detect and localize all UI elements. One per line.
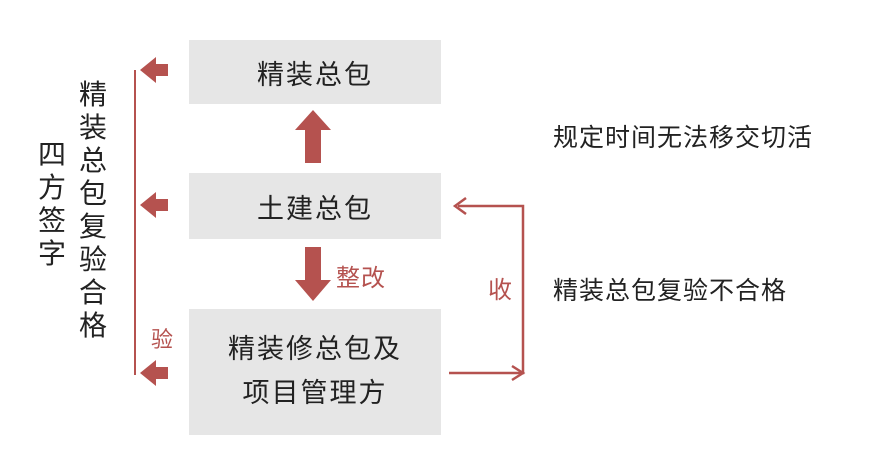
note-no-handover: 规定时间无法移交切活: [553, 123, 814, 152]
label-retest-pass: 精装总包复验合格: [78, 78, 107, 342]
box-finishing-and-management: 精装修总包及 项目管理方: [189, 309, 441, 435]
loop-arrowhead-right: [511, 364, 526, 382]
down-arrow: [295, 247, 331, 301]
label-receive: 收: [488, 276, 512, 304]
box-civil-contractor: 土建总包: [189, 173, 441, 239]
left-arrow-middle: [140, 192, 168, 218]
label-rectify: 整改: [336, 264, 386, 292]
box-finishing-contractor: 精装总包: [189, 40, 441, 104]
box-civil-contractor-label: 土建总包: [257, 193, 373, 225]
box-bottom-line1: 精装修总包及: [228, 334, 402, 365]
box-finishing-contractor-label: 精装总包: [257, 59, 373, 91]
left-arrow-bottom: [140, 360, 168, 386]
box-bottom-line2: 项目管理方: [242, 378, 388, 409]
label-four-party-sign: 四方签字: [37, 138, 66, 270]
loop-arrowhead-top: [452, 196, 467, 216]
label-inspection: 验: [151, 328, 174, 353]
note-retest-fail: 精装总包复验不合格: [553, 276, 788, 305]
up-arrow: [295, 110, 331, 163]
left-arrow-top: [140, 57, 168, 83]
loop-line: [449, 204, 525, 375]
